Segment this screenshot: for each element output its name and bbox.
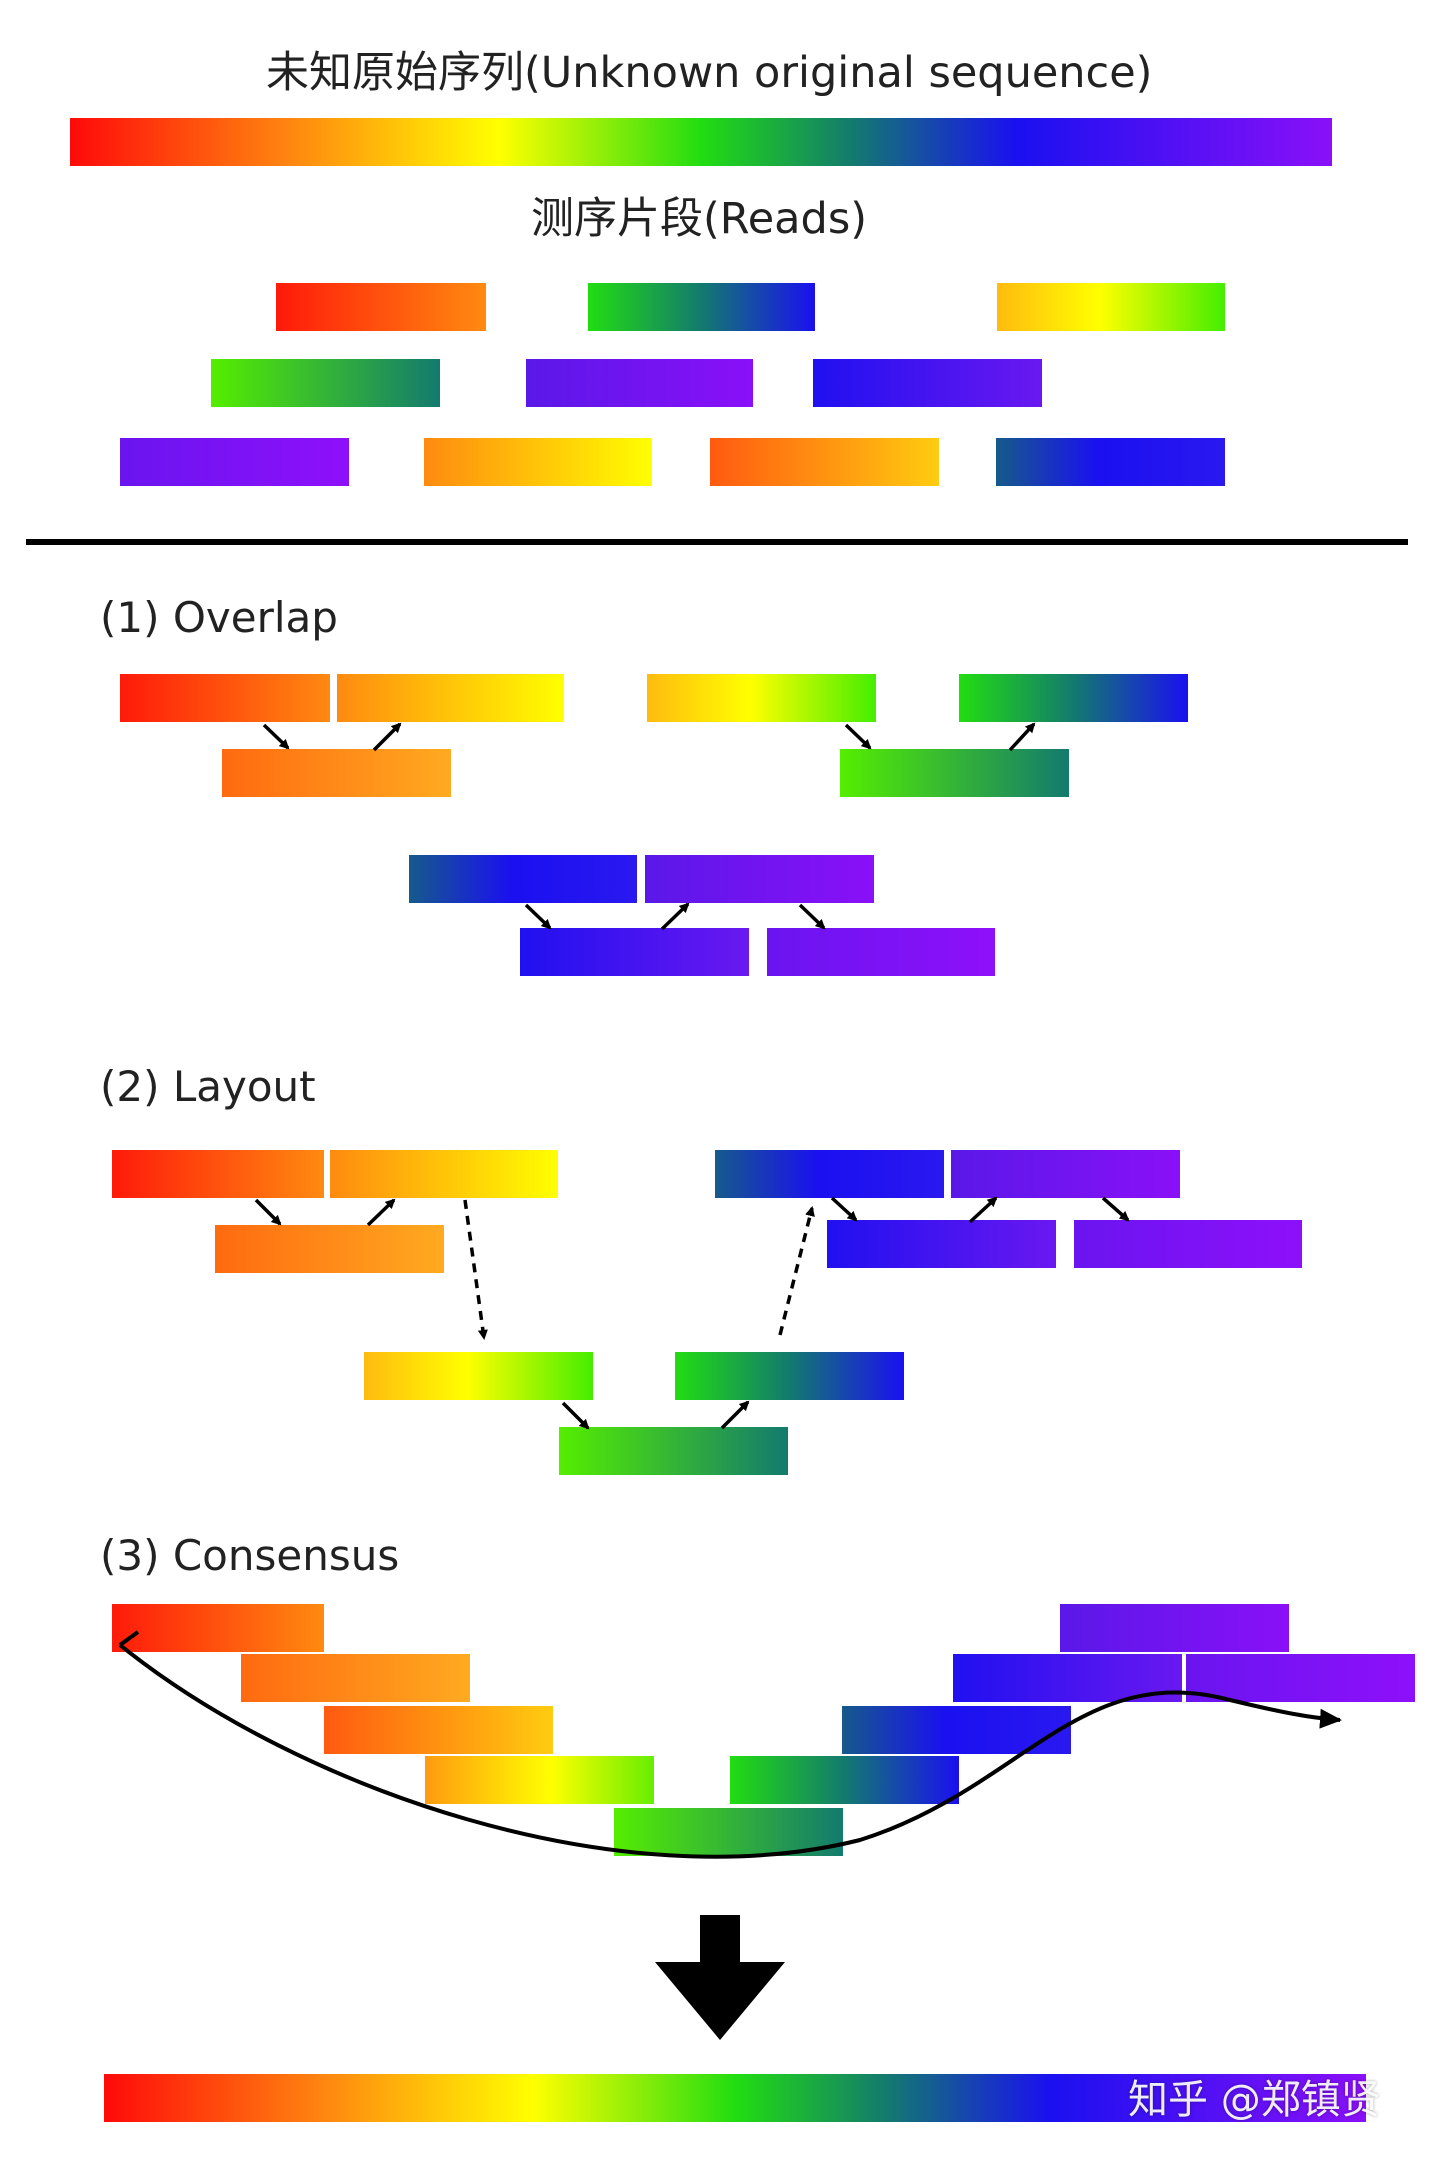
reads-group: [120, 283, 1225, 486]
down-arrow-icon: [655, 1915, 785, 2040]
read-bar: [827, 1220, 1056, 1268]
layout-arrow: [968, 1196, 998, 1224]
read-bar: [959, 674, 1188, 722]
layout-arrow: [366, 1198, 396, 1227]
layout-arrow: [1101, 1196, 1130, 1222]
read-bar: [112, 1604, 324, 1652]
layout-section: [112, 1150, 1302, 1475]
layout-arrow: [254, 1198, 282, 1226]
assembled-sequence-bar: [104, 2074, 1366, 2122]
read-bar: [614, 1808, 843, 1856]
read-bar: [324, 1706, 553, 1754]
read-bar: [337, 674, 564, 722]
consensus-path-arrow: [118, 1643, 1342, 1859]
consensus-step-label: (3) Consensus: [100, 1531, 400, 1580]
unknown-sequence-title: 未知原始序列(Unknown original sequence): [266, 48, 1153, 98]
read-bar: [526, 359, 753, 407]
read-bar: [215, 1225, 444, 1273]
consensus-start-tick: [118, 1630, 140, 1647]
overlap-arrow: [262, 723, 290, 750]
read-bar: [710, 438, 939, 486]
read-bar: [997, 283, 1225, 331]
read-bar: [1186, 1654, 1415, 1702]
read-bar: [715, 1150, 944, 1198]
read-bar: [364, 1352, 593, 1400]
read-bar: [951, 1150, 1180, 1198]
read-bar: [996, 438, 1225, 486]
read-bar: [645, 855, 874, 903]
read-bar: [112, 1150, 324, 1198]
read-bar: [425, 1756, 654, 1804]
read-bar: [222, 749, 451, 797]
read-bar: [276, 283, 486, 331]
layout-dashed-arrow: [463, 1199, 488, 1340]
watermark: 知乎 @郑镇贤: [1128, 2077, 1381, 2123]
consensus-section: [112, 1604, 1415, 1859]
read-bar: [730, 1756, 959, 1804]
layout-arrow: [830, 1196, 858, 1222]
original-sequence-bar: [70, 118, 1332, 166]
read-bar: [647, 674, 876, 722]
overlap-arrow: [798, 903, 826, 930]
read-bar: [767, 928, 995, 976]
read-bar: [409, 855, 637, 903]
read-bar: [1074, 1220, 1302, 1268]
layout-step-label: (2) Layout: [100, 1062, 316, 1111]
read-bar: [120, 438, 349, 486]
overlap-arrow: [660, 902, 690, 931]
read-bar: [559, 1427, 788, 1475]
layout-arrow: [720, 1400, 750, 1430]
read-bar: [588, 283, 815, 331]
read-bar: [241, 1654, 470, 1702]
section-divider: [26, 539, 1408, 545]
read-bar: [842, 1706, 1071, 1754]
overlap-arrow: [524, 903, 552, 930]
layout-dashed-arrow: [778, 1206, 815, 1336]
read-bar: [211, 359, 440, 407]
read-bar: [520, 928, 749, 976]
overlap-section: [120, 674, 1188, 976]
layout-arrow: [561, 1401, 590, 1430]
read-bar: [330, 1150, 558, 1198]
read-bar: [120, 674, 330, 722]
read-bar: [675, 1352, 904, 1400]
read-bar: [424, 438, 652, 486]
read-bar: [813, 359, 1042, 407]
overlap-step-label: (1) Overlap: [100, 593, 338, 642]
read-bar: [1060, 1604, 1289, 1652]
overlap-arrow: [1008, 722, 1036, 752]
reads-title: 测序片段(Reads): [531, 194, 868, 244]
overlap-arrow: [844, 723, 872, 750]
read-bar: [840, 749, 1069, 797]
overlap-arrow: [372, 722, 402, 752]
